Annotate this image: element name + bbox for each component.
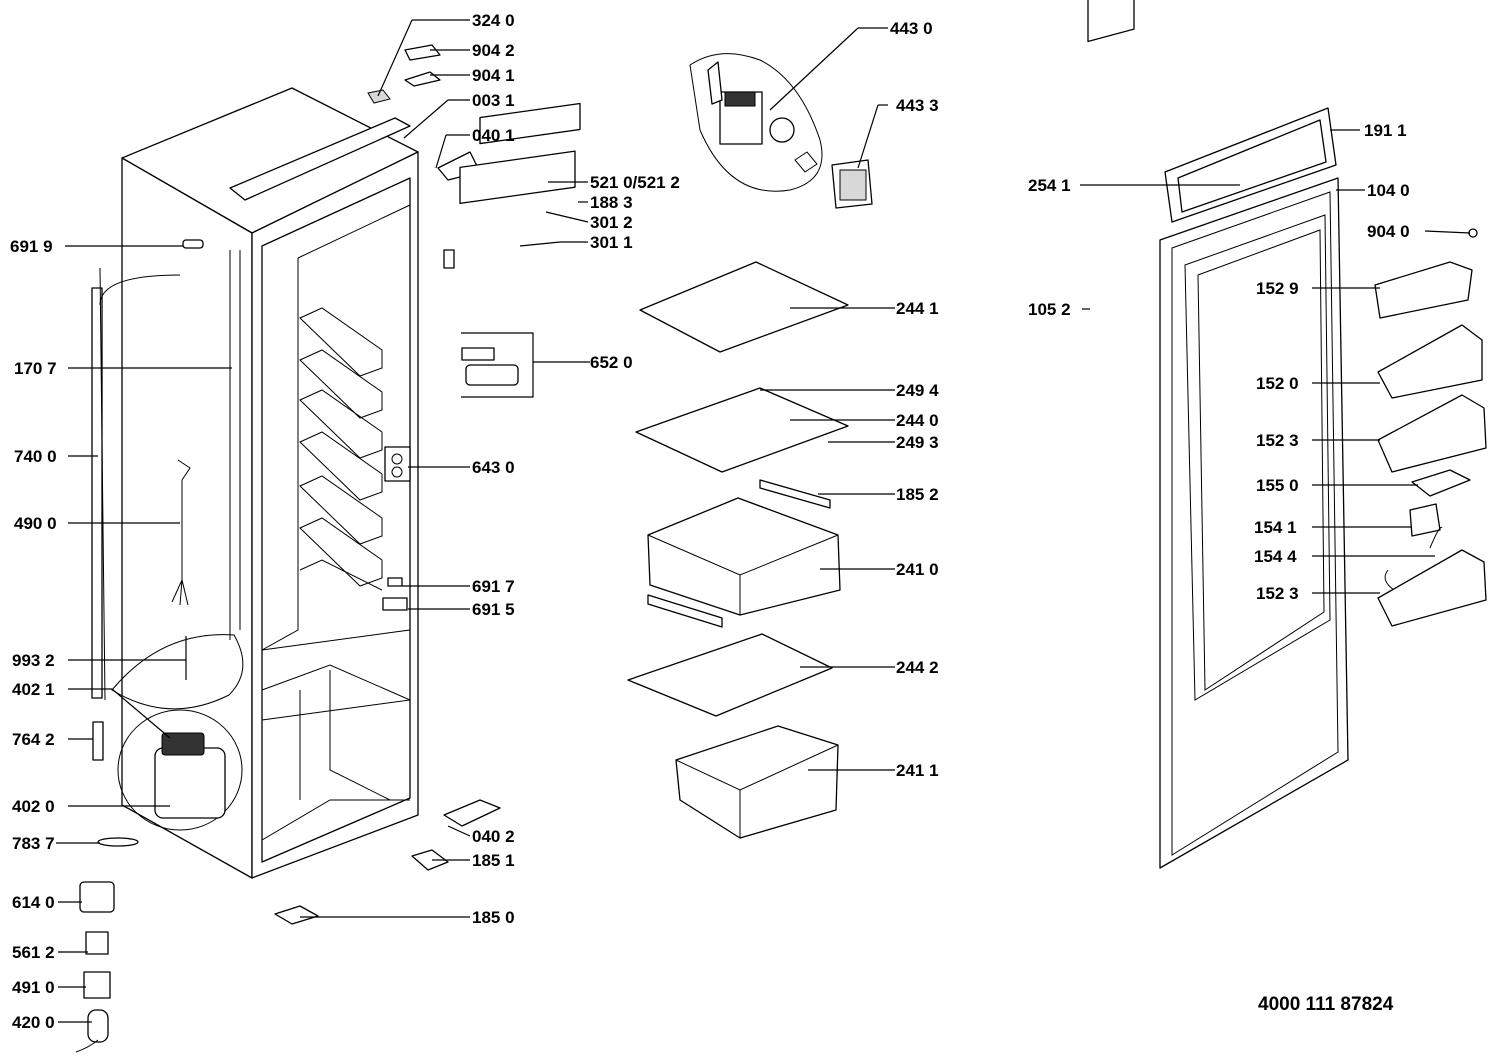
label-154-4: 154 4 <box>1254 547 1297 566</box>
label-244-0: 244 0 <box>896 411 939 430</box>
document-number: 4000 111 87824 <box>1258 994 1394 1015</box>
label-324-0: 324 0 <box>472 11 515 30</box>
label-188-3: 188 3 <box>590 193 633 212</box>
label-244-2: 244 2 <box>896 658 939 677</box>
label-191-1: 191 1 <box>1364 121 1407 140</box>
label-301-2: 301 2 <box>590 213 633 232</box>
label-040-1: 040 1 <box>472 126 515 145</box>
label-152-3-upper: 152 3 <box>1256 431 1299 450</box>
label-185-0: 185 0 <box>472 908 515 927</box>
label-993-2: 993 2 <box>12 651 55 670</box>
door-assembly <box>1087 0 1487 869</box>
label-652-0: 652 0 <box>590 353 633 372</box>
shelves-and-drawers <box>627 261 849 839</box>
label-170-7: 170 7 <box>14 359 57 378</box>
label-105-2: 105 2 <box>1028 300 1071 319</box>
label-040-2: 040 2 <box>472 827 515 846</box>
compressor-assembly <box>92 274 244 831</box>
control-box-parts <box>75 44 581 1053</box>
label-249-4: 249 4 <box>896 381 939 400</box>
label-740-0: 740 0 <box>14 447 57 466</box>
label-443-3: 443 3 <box>896 96 939 115</box>
label-241-0: 241 0 <box>896 560 939 579</box>
label-491-0: 491 0 <box>12 978 55 997</box>
label-003-1: 003 1 <box>472 91 515 110</box>
label-152-0: 152 0 <box>1256 374 1299 393</box>
label-301-1: 301 1 <box>590 233 633 252</box>
label-691-9: 691 9 <box>10 237 53 256</box>
label-185-1: 185 1 <box>472 851 515 870</box>
label-402-1: 402 1 <box>12 680 55 699</box>
label-691-7: 691 7 <box>472 577 515 596</box>
label-443-0: 443 0 <box>890 19 933 38</box>
label-420-0: 420 0 <box>12 1013 55 1032</box>
label-154-1: 154 1 <box>1254 518 1297 537</box>
label-691-5: 691 5 <box>472 600 515 619</box>
label-764-2: 764 2 <box>12 730 55 749</box>
label-185-2: 185 2 <box>896 485 939 504</box>
label-249-3: 249 3 <box>896 433 939 452</box>
label-490-0: 490 0 <box>14 514 57 533</box>
label-561-2: 561 2 <box>12 943 55 962</box>
label-783-7: 783 7 <box>12 834 55 853</box>
label-254-1: 254 1 <box>1028 176 1071 195</box>
label-904-1: 904 1 <box>472 66 515 85</box>
label-152-3-lower: 152 3 <box>1256 584 1299 603</box>
label-241-1: 241 1 <box>896 761 939 780</box>
label-152-9: 152 9 <box>1256 279 1299 298</box>
label-402-0: 402 0 <box>12 797 55 816</box>
label-904-0: 904 0 <box>1367 222 1410 241</box>
fan-assembly <box>689 53 873 209</box>
label-244-1: 244 1 <box>896 299 939 318</box>
part-number-labels: 324 0 904 2 904 1 003 1 040 1 521 0/521 … <box>10 11 1410 1032</box>
label-104-0: 104 0 <box>1367 181 1410 200</box>
leader-lines <box>56 19 1471 1023</box>
label-643-0: 643 0 <box>472 458 515 477</box>
label-614-0: 614 0 <box>12 893 55 912</box>
refrigerator-cabinet <box>91 87 419 879</box>
label-521-0-521-2: 521 0/521 2 <box>590 173 680 192</box>
label-904-2: 904 2 <box>472 41 515 60</box>
label-155-0: 155 0 <box>1256 476 1299 495</box>
